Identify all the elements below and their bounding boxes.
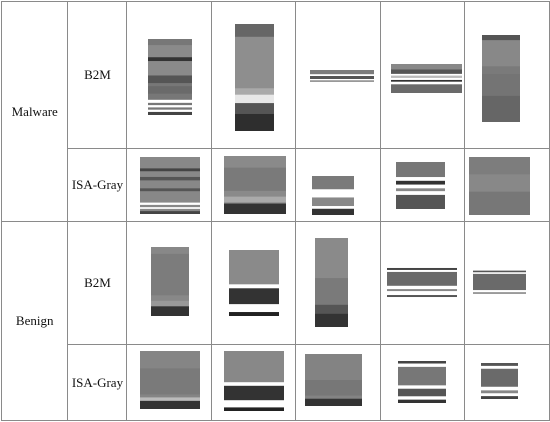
class-label-benign: Benign bbox=[0, 221, 69, 421]
sample-image-cell bbox=[210, 148, 297, 222]
grayscale-texture-image bbox=[223, 156, 286, 214]
sample-image-cell bbox=[210, 1, 297, 149]
grayscale-texture-image bbox=[310, 70, 375, 82]
grayscale-texture-image bbox=[223, 351, 284, 411]
sample-image-cell bbox=[379, 1, 466, 149]
class-label-malware: Malware bbox=[0, 1, 69, 222]
sample-image-cell bbox=[295, 148, 381, 222]
grayscale-texture-image bbox=[151, 247, 190, 316]
row-benign-isa-gray: ISA-Gray bbox=[2, 344, 550, 421]
sample-image-cell bbox=[126, 221, 212, 345]
sample-image-cell bbox=[126, 148, 212, 222]
grayscale-texture-image bbox=[473, 269, 527, 296]
sample-image-cell bbox=[464, 344, 550, 421]
grayscale-texture-image bbox=[390, 64, 462, 93]
sample-image-cell bbox=[295, 1, 381, 149]
grayscale-texture-image bbox=[395, 162, 445, 209]
sample-image-cell bbox=[295, 221, 381, 345]
row-malware-b2m: Malware B2M bbox=[0, 1, 550, 222]
sample-image-cell bbox=[464, 1, 550, 149]
sample-image-cell bbox=[126, 344, 212, 421]
grayscale-texture-image bbox=[140, 157, 201, 214]
sample-image-cell bbox=[379, 344, 466, 421]
grayscale-texture-image bbox=[469, 157, 531, 215]
grayscale-texture-image bbox=[305, 354, 363, 406]
row-malware-isa-gray: ISA-Gray bbox=[2, 148, 550, 222]
sample-image-cell bbox=[295, 344, 381, 421]
grayscale-texture-image bbox=[140, 351, 201, 409]
grayscale-texture-image bbox=[397, 361, 446, 403]
grayscale-texture-image bbox=[234, 24, 274, 131]
grayscale-texture-image bbox=[482, 35, 521, 122]
sample-image-cell bbox=[210, 221, 297, 345]
representation-label: B2M bbox=[67, 1, 128, 149]
representation-label: B2M bbox=[67, 221, 128, 345]
representation-label: ISA-Gray bbox=[67, 344, 128, 421]
grayscale-texture-image bbox=[148, 39, 193, 115]
grayscale-texture-image bbox=[228, 250, 279, 316]
grayscale-texture-image bbox=[312, 176, 355, 215]
grayscale-texture-image bbox=[315, 238, 349, 327]
sample-image-cell bbox=[464, 148, 550, 222]
grayscale-texture-image bbox=[386, 266, 457, 299]
grayscale-texture-image bbox=[481, 363, 519, 399]
row-benign-b2m: Benign B2M bbox=[0, 221, 550, 421]
representation-label: ISA-Gray bbox=[67, 148, 128, 222]
sample-image-cell bbox=[126, 1, 212, 149]
sample-image-cell bbox=[210, 344, 297, 421]
sample-image-cell bbox=[464, 221, 550, 345]
sample-image-cell bbox=[379, 221, 466, 345]
sample-image-cell bbox=[379, 148, 466, 222]
